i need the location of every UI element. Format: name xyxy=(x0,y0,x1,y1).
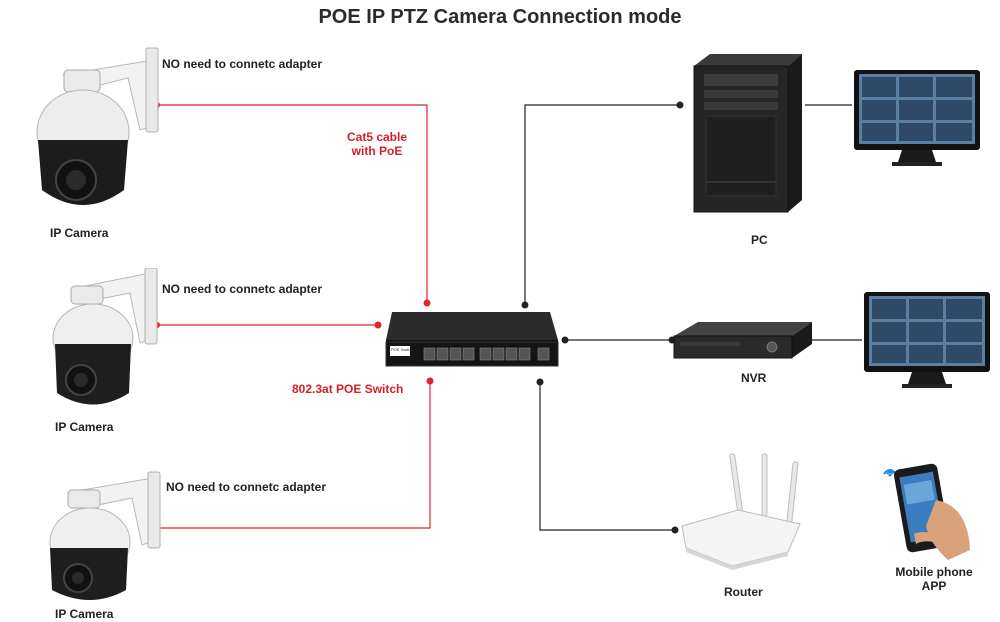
switch-label: 802.3at POE Switch xyxy=(292,382,404,396)
nvr-monitor xyxy=(864,292,990,388)
camera-1-note: NO need to connetc adapter xyxy=(162,57,323,71)
ptz-camera-2 xyxy=(52,268,158,405)
cable-label: Cat5 cable with PoE xyxy=(342,130,412,158)
poe-wire-camera-3 xyxy=(157,381,431,529)
wifi-icon xyxy=(883,469,897,475)
poe-switch xyxy=(385,312,559,367)
cable-label-line-2: with PoE xyxy=(351,144,403,158)
data-wire-dot-pc-switch xyxy=(521,301,529,309)
ptz-camera-1 xyxy=(36,47,159,205)
camera-2-note: NO need to connetc adapter xyxy=(162,282,323,296)
cable-label-line-1: Cat5 cable xyxy=(346,130,408,144)
camera-1-label: IP Camera xyxy=(50,226,109,240)
wifi-router xyxy=(681,453,801,570)
ptz-camera-3 xyxy=(49,471,161,600)
poe-wire-dot-switch-1 xyxy=(423,299,431,307)
camera-3-label: IP Camera xyxy=(55,607,114,621)
pc-monitor xyxy=(854,70,980,166)
data-wire-pc xyxy=(524,104,680,305)
data-wire-dot-router-switch xyxy=(536,378,544,386)
camera-2-label: IP Camera xyxy=(55,420,114,434)
poe-wire-dot-switch-2 xyxy=(374,321,382,329)
mobile-label: Mobile phone APP xyxy=(884,565,984,593)
switch-badge: POE Switch xyxy=(391,347,413,352)
pc-tower xyxy=(693,54,802,213)
data-wire-dot-pc xyxy=(676,101,684,109)
nvr-recorder xyxy=(673,322,812,359)
mobile-label-line-1: Mobile phone xyxy=(895,565,973,579)
pc-label: PC xyxy=(751,233,768,247)
data-wire-router xyxy=(539,382,675,531)
data-wire-dot-router xyxy=(671,526,679,534)
poe-wire-camera-1 xyxy=(157,104,428,303)
diagram-title: POE IP PTZ Camera Connection mode xyxy=(318,6,682,28)
switch-badge-box xyxy=(390,346,410,356)
mobile-label-line-2: APP xyxy=(921,579,947,593)
mobile-phone xyxy=(883,463,970,560)
camera-3-note: NO need to connetc adapter xyxy=(166,480,327,494)
poe-wire-dot-switch-3 xyxy=(426,377,434,385)
router-label: Router xyxy=(724,585,763,599)
data-wire-dot-nvr-switch xyxy=(561,336,569,344)
nvr-label: NVR xyxy=(741,371,767,385)
